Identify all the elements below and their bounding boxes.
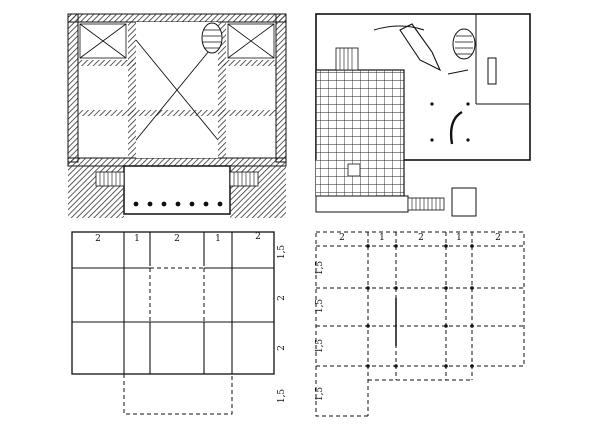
villa-width-label-5: 2 xyxy=(255,232,261,242)
room-w-2 xyxy=(80,118,126,156)
wall-west xyxy=(67,13,79,163)
wall-band-2 xyxy=(78,110,276,116)
portico-columns xyxy=(133,201,223,207)
modern-villa-plan xyxy=(315,13,531,217)
room-e-2 xyxy=(228,118,274,156)
villa-width-label-1: 2 xyxy=(95,234,101,244)
modern-height-label-4: 1,5 xyxy=(315,387,325,402)
villa-grid-diagram: 2 1 2 1 2 1,5 2 2 1,5 xyxy=(71,231,287,415)
central-hall xyxy=(136,66,218,110)
villa-width-label-4: 1 xyxy=(215,234,221,244)
lower-terrace xyxy=(315,195,409,213)
modern-grid-columns xyxy=(366,244,474,368)
villa-grid-frame xyxy=(71,231,275,375)
portico xyxy=(123,165,231,215)
villa-height-label-3: 2 xyxy=(277,345,287,351)
modern-grid-diagram xyxy=(315,231,525,417)
stair-w xyxy=(95,171,125,187)
wall-col-2 xyxy=(218,22,226,158)
modern-width-label-3: 2 xyxy=(418,233,424,243)
room-e-1 xyxy=(228,68,274,108)
modern-grid-frame xyxy=(315,231,525,367)
modern-grid-labels: 2 1 2 1 2 1,5 1,5 1,5 1,5 xyxy=(315,233,501,401)
wall-north xyxy=(67,13,287,23)
villa-width-label-2: 1 xyxy=(134,234,140,244)
modern-stair xyxy=(335,47,359,71)
modern-height-label-2: 1,5 xyxy=(315,299,325,314)
modern-grid-extension xyxy=(315,366,368,417)
villa-height-label-2: 2 xyxy=(277,295,287,301)
modern-height-label-1: 1,5 xyxy=(315,261,325,276)
modern-width-label-2: 1 xyxy=(379,233,385,243)
modern-width-label-5: 2 xyxy=(495,233,501,243)
villa-height-label-4: 1,5 xyxy=(277,389,287,404)
furniture-block xyxy=(487,57,497,85)
wall-east xyxy=(275,13,287,163)
villa-width-label-3: 2 xyxy=(174,234,180,244)
curved-partition-2 xyxy=(449,110,463,145)
wall-band-3 xyxy=(67,157,287,167)
curved-partition-1 xyxy=(399,23,442,72)
modern-spiral-stair-icon xyxy=(452,28,476,60)
modern-width-label-1: 2 xyxy=(339,233,345,243)
stair-e xyxy=(229,171,259,187)
villa-height-label-1: 1,5 xyxy=(277,245,287,260)
south-hall xyxy=(136,116,218,158)
modern-width-label-4: 1 xyxy=(456,233,462,243)
villa-portico-outline xyxy=(123,374,233,415)
spiral-stair-icon xyxy=(201,22,223,54)
hall-diagonal-2 xyxy=(135,39,219,141)
exterior-stair xyxy=(407,197,445,211)
entry-canopy xyxy=(451,187,477,217)
modern-columns xyxy=(430,102,470,142)
modern-height-label-3: 1,5 xyxy=(315,339,325,354)
room-w-1 xyxy=(80,68,126,108)
villa-floor-plan xyxy=(67,13,287,218)
wall-col-1 xyxy=(128,22,136,158)
